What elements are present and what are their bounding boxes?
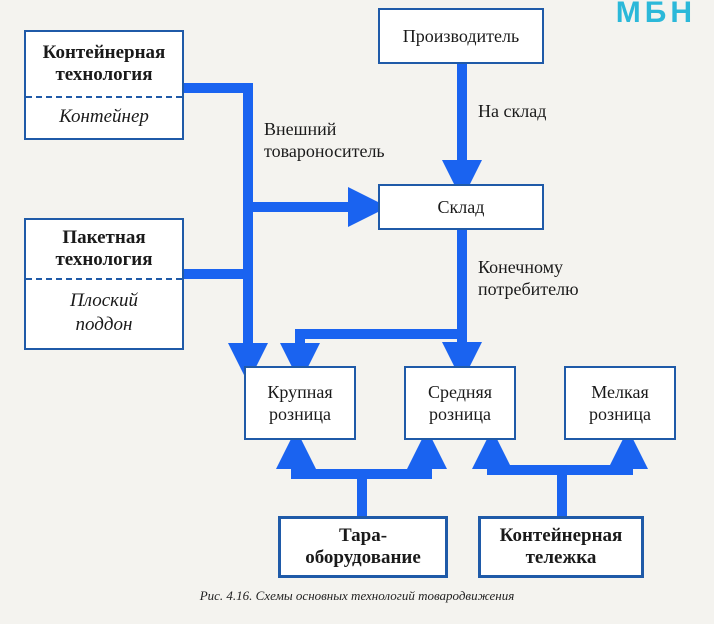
small-retail-box: Мелкая розница [564,366,676,440]
arrow-warehouse-to-large-retail [280,329,462,383]
medium-retail-box: Средняя розница [404,366,516,440]
arrow-cart-to-small-retail [562,429,648,475]
tare-equipment-box: Тара- оборудование [278,516,448,578]
divider [26,96,182,98]
package-technology-title: Пакетная технология [55,227,153,270]
large-retail-box: Крупная розница [244,366,356,440]
divider [26,278,182,280]
line-package-tech [183,207,253,279]
arrow-tare-to-large-retail [276,429,362,479]
line-container-tech [183,83,253,207]
to-warehouse-label: На склад [478,101,547,121]
producer-box: Производитель [378,8,544,64]
arrow-cart-to-medium-retail [472,429,562,475]
publisher-logo: МБН [615,0,696,29]
external-carrier-label: Внешний товароноситель [264,119,385,161]
container-cart-box: Контейнерная тележка [478,516,644,578]
package-technology-box: Пакетная технология Плоский поддон [24,218,184,350]
container-technology-box: Контейнерная технология Контейнер [24,30,184,140]
arrow-tare-to-medium-retail [362,429,447,479]
warehouse-box: Склад [378,184,544,230]
container-technology-title: Контейнерная технология [42,42,166,85]
to-consumer-label: Конечному потребителю [478,257,579,299]
container-label: Контейнер [59,106,149,127]
figure-caption: Рис. 4.16. Схемы основных технологий тов… [199,588,515,603]
flat-pallet-label: Плоский поддон [69,290,139,335]
